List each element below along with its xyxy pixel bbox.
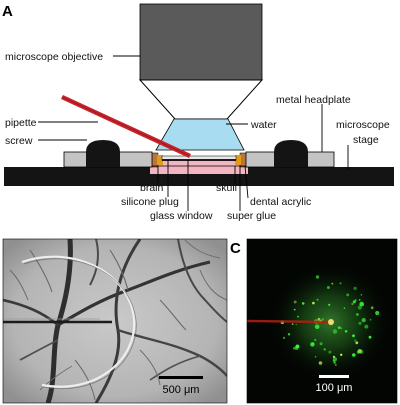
label-acrylic: dental acrylic [250, 196, 311, 208]
cell [293, 308, 296, 311]
cell [364, 324, 369, 329]
scalebar-c [319, 375, 349, 378]
cell [315, 275, 320, 279]
cell [293, 300, 297, 304]
cell [326, 286, 330, 289]
label-silicone: silicone plug [121, 196, 179, 208]
cell [340, 327, 343, 330]
cell [346, 293, 350, 297]
cell [337, 326, 341, 329]
cell [359, 301, 365, 307]
cell [314, 355, 317, 358]
cell [352, 334, 355, 338]
super-glue-right [235, 155, 241, 165]
cell [339, 282, 342, 285]
cell [356, 313, 359, 316]
cell [358, 321, 362, 325]
cell [344, 330, 348, 333]
super-glue-left [157, 155, 163, 165]
screw-right [274, 140, 308, 167]
cell [331, 282, 334, 285]
leader-acrylic [244, 165, 249, 199]
cell [287, 333, 291, 336]
scalebar-b-label: 500 μm [163, 384, 200, 396]
label-superglue: super glue [227, 210, 276, 222]
label-objective: microscope objective [5, 51, 103, 63]
cell [351, 302, 354, 306]
cell [361, 318, 366, 323]
cell [310, 342, 315, 347]
label-pipette: pipette [5, 117, 37, 129]
cell [357, 305, 362, 310]
label-stage-line1: microscope [336, 119, 390, 131]
microscope-stage [4, 167, 394, 186]
panel-label-c: C [230, 240, 241, 257]
cell [358, 299, 361, 301]
cell [291, 323, 294, 325]
fluorescence-image [247, 239, 397, 403]
cell [356, 350, 360, 354]
label-stage-line2: stage [353, 134, 379, 146]
cell [314, 324, 320, 330]
pipette [61, 94, 191, 159]
cell [294, 345, 299, 350]
cell [352, 300, 356, 304]
cell [332, 329, 338, 334]
vasculature-image [3, 239, 227, 403]
cell [354, 339, 357, 342]
cell [328, 350, 332, 354]
objective-cone [138, 79, 264, 120]
cell [375, 310, 380, 316]
water-drop [155, 118, 245, 151]
label-headplate: metal headplate [276, 94, 351, 106]
scalebar-c-label: 100 μm [316, 382, 353, 394]
cell [334, 363, 337, 366]
cell [352, 353, 356, 357]
cell [369, 318, 372, 321]
cell [316, 298, 319, 301]
cell [301, 302, 305, 305]
pipette-edge [61, 96, 191, 157]
panel-label-a: A [2, 3, 13, 20]
cell [368, 335, 372, 339]
cell [312, 301, 315, 305]
cell [321, 318, 324, 321]
cell [353, 286, 357, 290]
cell [297, 315, 299, 318]
scalebar-b [159, 376, 203, 379]
cell [283, 336, 286, 339]
cell [314, 338, 317, 342]
cell [370, 306, 374, 310]
cell [319, 342, 323, 346]
label-screw: screw [5, 135, 33, 147]
cell [295, 323, 297, 326]
cell [317, 317, 321, 321]
cell [343, 307, 346, 309]
screw-left [86, 140, 120, 167]
label-brain: brain [140, 182, 164, 194]
cell [333, 361, 336, 364]
cell [318, 361, 323, 365]
cell [292, 347, 295, 350]
cell [340, 353, 343, 356]
cell [323, 348, 326, 351]
cell [332, 357, 338, 362]
cell [328, 303, 331, 306]
cell [360, 294, 363, 296]
label-skull: skull [216, 182, 237, 194]
brain-region [150, 160, 248, 174]
panel-b-frame [2, 238, 228, 404]
cell [355, 341, 359, 345]
objective-body [139, 3, 263, 81]
label-glass: glass window [150, 210, 213, 222]
label-water: water [250, 119, 277, 131]
panel-c-frame [246, 238, 398, 404]
